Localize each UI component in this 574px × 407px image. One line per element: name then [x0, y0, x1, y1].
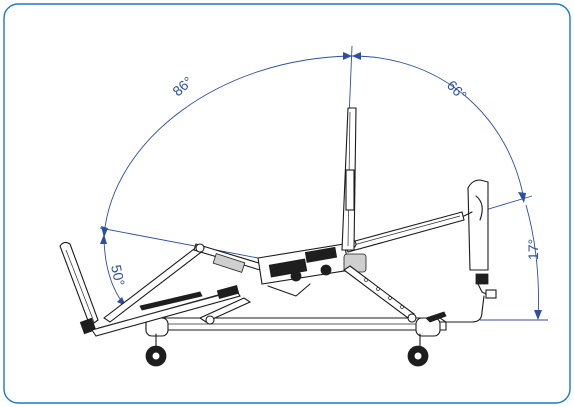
angle-label-17: 17°	[525, 239, 541, 260]
brake-pedal	[425, 311, 447, 323]
diagonal-leg-rear-holes	[364, 278, 404, 309]
backrest-handle	[345, 169, 355, 211]
foot-platform-line	[349, 215, 461, 247]
foot-platform	[343, 211, 465, 253]
arrowhead-foot-arc	[518, 192, 526, 203]
angle-label-66: 66°	[444, 77, 470, 103]
angle-label-50: 50°	[108, 263, 128, 287]
right-caster	[407, 317, 441, 367]
dimension-lines	[99, 45, 548, 321]
angle-label-86: 86°	[169, 73, 195, 99]
arc-86-66	[103, 55, 525, 237]
arrowhead-17-bottom	[534, 310, 542, 320]
diagram-frame	[3, 3, 571, 404]
head-board	[59, 241, 99, 335]
pivot-left	[205, 315, 215, 325]
foot-board	[467, 179, 497, 299]
base-rear-extension	[439, 295, 485, 323]
arrowhead-top-left	[343, 52, 352, 60]
motor-assembly	[212, 243, 367, 299]
arrowhead-50-top	[100, 234, 107, 244]
arc-17	[525, 204, 539, 319]
left-caster	[145, 317, 169, 367]
foot-linkage	[463, 211, 473, 217]
leg-platform-line	[97, 291, 233, 329]
leg-platform-rack	[139, 291, 203, 311]
diagonal-leg-rear	[343, 265, 415, 319]
pivot-right	[407, 313, 417, 323]
arrowhead-top-right	[352, 52, 361, 60]
bed-drawing	[59, 107, 497, 367]
head-reference-line	[99, 227, 259, 259]
leg-platform	[91, 289, 241, 337]
